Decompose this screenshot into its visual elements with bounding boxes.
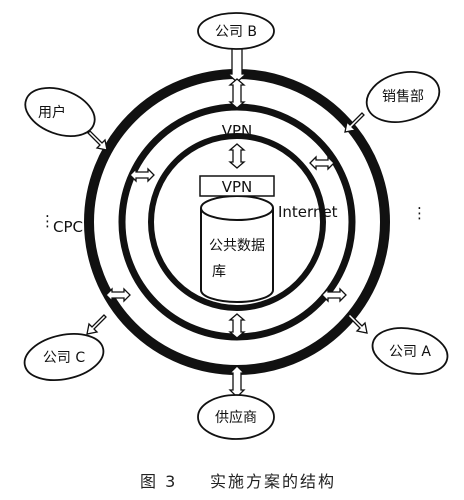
arrow-top-outer-middle: [228, 78, 246, 109]
node-company-c: 公司 C: [23, 333, 105, 381]
node-supplier: 供应商: [197, 394, 275, 440]
user-label: 用户: [38, 104, 66, 121]
inner-ring: [148, 133, 326, 311]
node-sales-dept: 销售部: [365, 71, 441, 123]
database-label-line2: 库: [212, 264, 226, 280]
arrow-left-lower: [105, 287, 131, 303]
node-company-a: 公司 A: [371, 327, 449, 375]
arrow-left-middle: [129, 167, 155, 183]
arrow-top-middle-inner: [228, 143, 246, 169]
database-label-line1: 公共数据: [209, 238, 265, 254]
vpn-box: [199, 175, 275, 197]
figure-title: 实施方案的结构: [210, 472, 336, 491]
sales-dept-label: 销售部: [382, 89, 424, 105]
cpc-label: CPC: [53, 218, 83, 236]
arrow-right-lower: [321, 287, 347, 303]
arrow-user: [87, 130, 108, 151]
supplier-label: 供应商: [215, 409, 257, 426]
company-b-label: 公司 B: [215, 24, 257, 40]
arrow-company-a: [347, 313, 368, 334]
left-ellipsis: ⋮: [40, 212, 55, 230]
public-database-cylinder: [200, 195, 274, 303]
vpn-ring-label: VPN: [222, 122, 253, 140]
node-user: 用户: [24, 87, 96, 137]
figure-number: 图 3: [140, 472, 177, 491]
internet-ring-label: Internet: [278, 203, 338, 221]
vpn-box-label: VPN: [222, 178, 253, 196]
arrow-company-c: [86, 314, 107, 335]
arrow-bottom-inner-middle: [228, 313, 246, 339]
right-ellipsis: ⋮: [412, 204, 427, 222]
arrow-sales: [344, 112, 365, 133]
arrow-right-upper: [309, 155, 335, 171]
company-a-label: 公司 A: [389, 344, 431, 360]
arrow-supplier: [228, 365, 246, 398]
node-company-b: 公司 B: [197, 12, 275, 50]
company-c-label: 公司 C: [43, 350, 85, 366]
